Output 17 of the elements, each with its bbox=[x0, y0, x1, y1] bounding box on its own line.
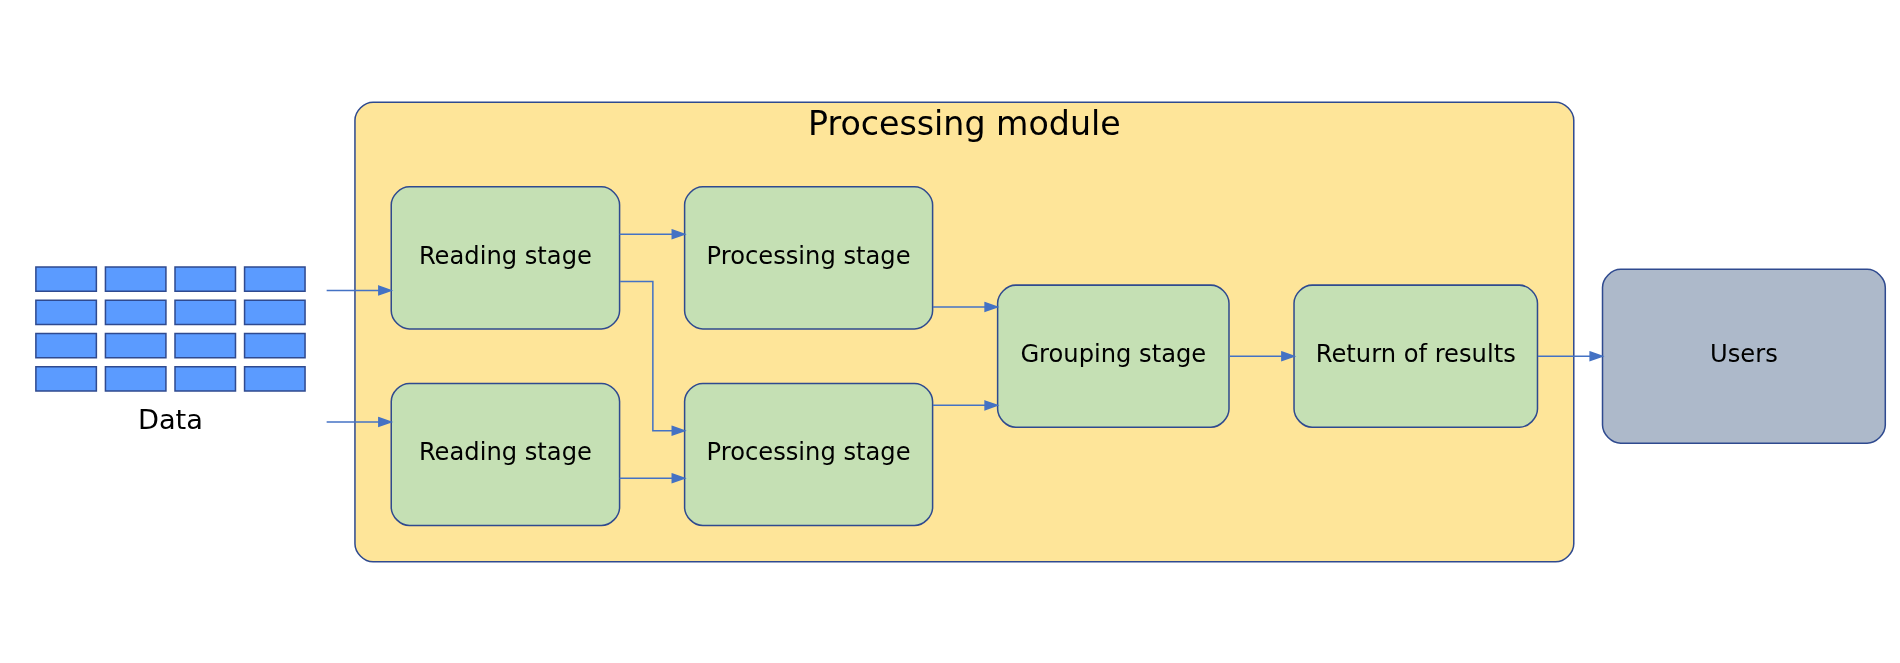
node-box: Grouping stage bbox=[996, 283, 1230, 428]
node-box: Processing stage bbox=[683, 382, 934, 526]
arrow bbox=[932, 301, 1000, 312]
node-box: Users bbox=[1601, 268, 1887, 444]
node-box: Reading stage bbox=[390, 382, 621, 526]
arrow bbox=[325, 416, 394, 427]
node-box: Return of results bbox=[1293, 283, 1539, 428]
node-box: Processing stage bbox=[683, 185, 934, 330]
arrow bbox=[618, 228, 687, 239]
arrow bbox=[619, 280, 687, 436]
node-label: Data bbox=[137, 403, 203, 435]
arrow bbox=[932, 399, 1000, 411]
node-box: Reading stage bbox=[390, 185, 621, 330]
arrow bbox=[618, 472, 687, 483]
arrow bbox=[1228, 350, 1297, 361]
arrow bbox=[1537, 350, 1605, 361]
arrow bbox=[325, 284, 394, 296]
